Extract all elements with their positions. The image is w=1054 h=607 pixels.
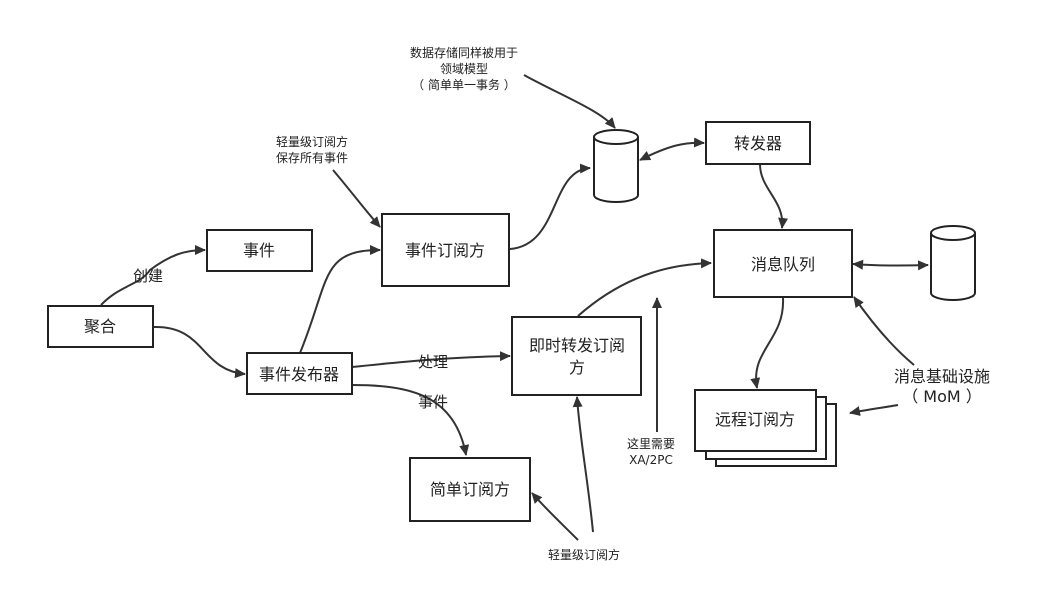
edge-mq-db — [852, 259, 929, 271]
edge-note-to-db — [523, 74, 616, 129]
node-message-queue: 消息队列 — [713, 229, 853, 298]
edge-publisher-to-simple — [351, 384, 470, 456]
edge-publisher-to-realtime — [351, 351, 511, 368]
database-shared-storage — [593, 129, 639, 203]
note-xa-line1: 这里需要 — [627, 436, 675, 451]
node-event-publisher: 事件发布器 — [246, 352, 353, 395]
database-message-store — [930, 225, 976, 301]
note-lightweight-bottom: 轻量级订阅方 — [548, 547, 620, 562]
edge-note-to-subscriber — [332, 169, 381, 228]
edge-aggregate-to-publisher — [152, 325, 246, 379]
edge-label-create: 创建 — [133, 267, 163, 285]
node-remote-subscriber: 远程订阅方 — [694, 389, 837, 467]
edge-realtime-to-mq — [577, 258, 712, 317]
node-remote-subscriber-label: 远程订阅方 — [715, 410, 795, 429]
note-mom-line2: （ MoM ） — [902, 387, 982, 406]
node-forwarder-label: 转发器 — [734, 134, 782, 153]
node-event-label: 事件 — [243, 241, 275, 260]
edge-forwarder-to-mq — [759, 163, 789, 229]
node-realtime-forward-subscriber: 即时转发订阅 方 — [511, 316, 642, 396]
note-shared-storage-line3: （ 简单单一事务 ） — [412, 77, 516, 92]
node-event: 事件 — [206, 229, 313, 272]
note-shared-storage-line1: 数据存储同样被用于 — [410, 45, 518, 60]
note-mom-line1: 消息基础设施 — [894, 367, 990, 386]
edge-aggregate-to-event — [100, 245, 206, 306]
note-xa-line2: XA/2PC — [629, 453, 673, 467]
edge-label-handle: 处理 — [418, 353, 448, 371]
node-message-queue-label: 消息队列 — [751, 255, 815, 274]
note-shared-storage-line2: 领域模型 — [440, 62, 488, 76]
note-lightweight-line2: 保存所有事件 — [276, 151, 348, 165]
node-event-subscriber: 事件订阅方 — [381, 213, 510, 287]
node-event-subscriber-label: 事件订阅方 — [405, 241, 485, 260]
node-aggregate-label: 聚合 — [84, 317, 116, 336]
edge-label-event: 事件 — [418, 393, 448, 411]
edge-mom-to-mq — [853, 296, 915, 366]
node-realtime-label-line1: 即时转发订阅 — [529, 336, 625, 355]
edge-mom-to-remote — [849, 404, 899, 416]
edge-bottom-note-to-simple — [531, 492, 579, 541]
edge-db-forwarder — [639, 137, 705, 161]
node-forwarder: 转发器 — [705, 121, 811, 165]
edge-mq-to-remote — [750, 297, 785, 389]
edge-subscriber-to-db — [509, 163, 591, 250]
edge-publisher-to-subscriber — [299, 245, 381, 354]
node-simple-subscriber-label: 简单订阅方 — [430, 480, 510, 499]
node-simple-subscriber: 简单订阅方 — [409, 457, 531, 522]
node-aggregate: 聚合 — [47, 305, 154, 348]
note-lightweight-line1: 轻量级订阅方 — [276, 134, 348, 149]
node-realtime-label-line2: 方 — [569, 358, 585, 377]
edge-bottom-note-to-realtime — [572, 396, 594, 533]
node-event-publisher-label: 事件发布器 — [259, 365, 339, 384]
